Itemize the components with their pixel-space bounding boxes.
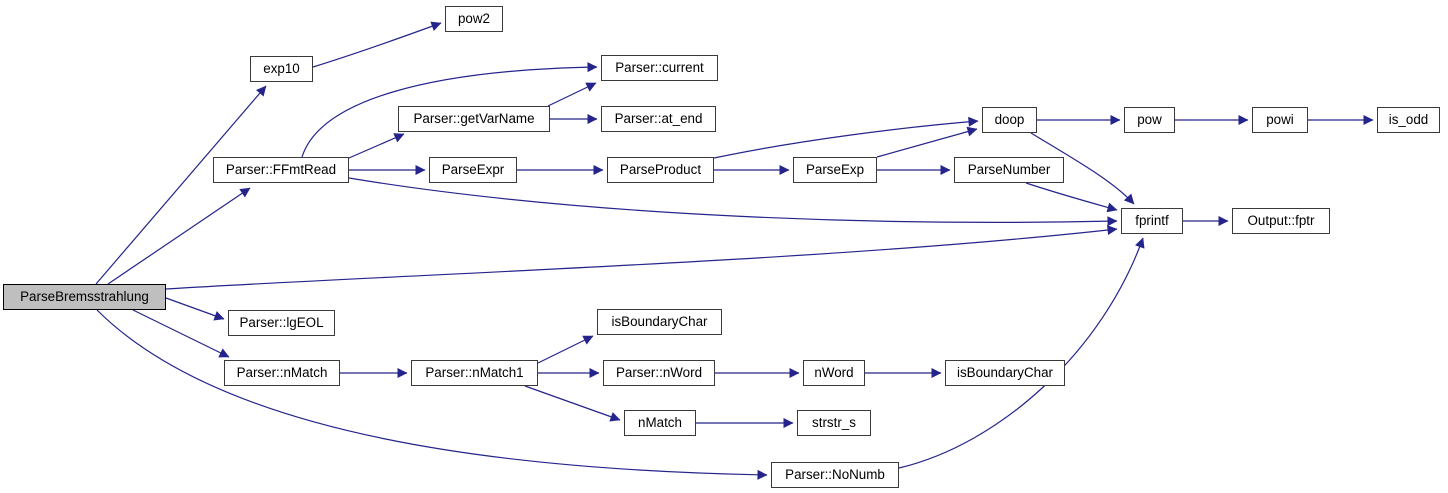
node-parser-nword[interactable]: Parser::nWord (603, 360, 715, 386)
node-parser-nmatch[interactable]: Parser::nMatch (224, 360, 340, 386)
node-parser-at-end[interactable]: Parser::at_end (601, 106, 716, 132)
node-parser-lgeol[interactable]: Parser::lgEOL (228, 310, 335, 336)
node-output-fptr[interactable]: Output::fptr (1232, 208, 1330, 234)
edge-parse-bremsstrahlung-to-parser-nonumb (96, 309, 768, 480)
edge-parser-nonumb-to-fprintf (898, 237, 1145, 469)
node-nmatch[interactable]: nMatch (624, 410, 696, 436)
edge-parser-getvarname-to-parser-current (547, 82, 597, 107)
edge-doop-to-fprintf (1030, 132, 1135, 205)
node-parse-bremsstrahlung[interactable]: ParseBremsstrahlung (3, 284, 166, 310)
node-parser-getvarname[interactable]: Parser::getVarName (398, 106, 550, 132)
edge-layer (95, 21, 1374, 480)
edge-parse-bremsstrahlung-to-parser-ffmtread (107, 187, 251, 285)
edge-parseexp-to-doop (876, 126, 978, 158)
node-fprintf[interactable]: fprintf (1121, 208, 1183, 234)
edge-parse-bremsstrahlung-to-parser-lgeol (165, 297, 225, 321)
edge-parse-bremsstrahlung-to-fprintf (165, 225, 1118, 290)
edge-parsenumber-to-fprintf (1025, 182, 1118, 213)
edge-exp10-to-pow2 (312, 21, 442, 68)
node-isboundarychar-2[interactable]: isBoundaryChar (945, 360, 1065, 386)
node-parseproduct[interactable]: ParseProduct (607, 157, 714, 183)
node-parseexp[interactable]: ParseExp (793, 157, 877, 183)
edge-parser-ffmtread-to-fprintf (348, 177, 1118, 227)
edge-parser-nmatch1-to-nmatch (524, 385, 621, 422)
node-doop[interactable]: doop (982, 107, 1037, 133)
node-parser-nmatch1[interactable]: Parser::nMatch1 (411, 360, 538, 386)
node-parseexpr[interactable]: ParseExpr (429, 157, 517, 183)
node-parser-ffmtread[interactable]: Parser::FFmtRead (213, 157, 349, 183)
node-nword[interactable]: nWord (803, 360, 865, 386)
edge-parseproduct-to-doop (713, 116, 979, 159)
node-is-odd[interactable]: is_odd (1377, 107, 1440, 133)
node-exp10[interactable]: exp10 (250, 56, 313, 82)
node-isboundarychar-1[interactable]: isBoundaryChar (597, 309, 722, 335)
edge-parser-nmatch1-to-isboundarychar-1 (537, 335, 594, 364)
edge-parser-ffmtread-to-parser-getvarname (348, 133, 405, 159)
node-strstr-s[interactable]: strstr_s (797, 410, 871, 436)
node-parser-nonumb[interactable]: Parser::NoNumb (771, 462, 899, 488)
edge-parse-bremsstrahlung-to-exp10 (95, 85, 267, 285)
node-powi[interactable]: powi (1252, 107, 1308, 133)
edge-parse-bremsstrahlung-to-parser-nmatch (132, 309, 230, 358)
node-pow2[interactable]: pow2 (445, 6, 503, 32)
node-pow[interactable]: pow (1124, 107, 1175, 133)
edge-parser-ffmtread-to-parser-current (301, 62, 598, 158)
node-parser-current[interactable]: Parser::current (601, 55, 718, 81)
node-parsenumber[interactable]: ParseNumber (954, 157, 1064, 183)
